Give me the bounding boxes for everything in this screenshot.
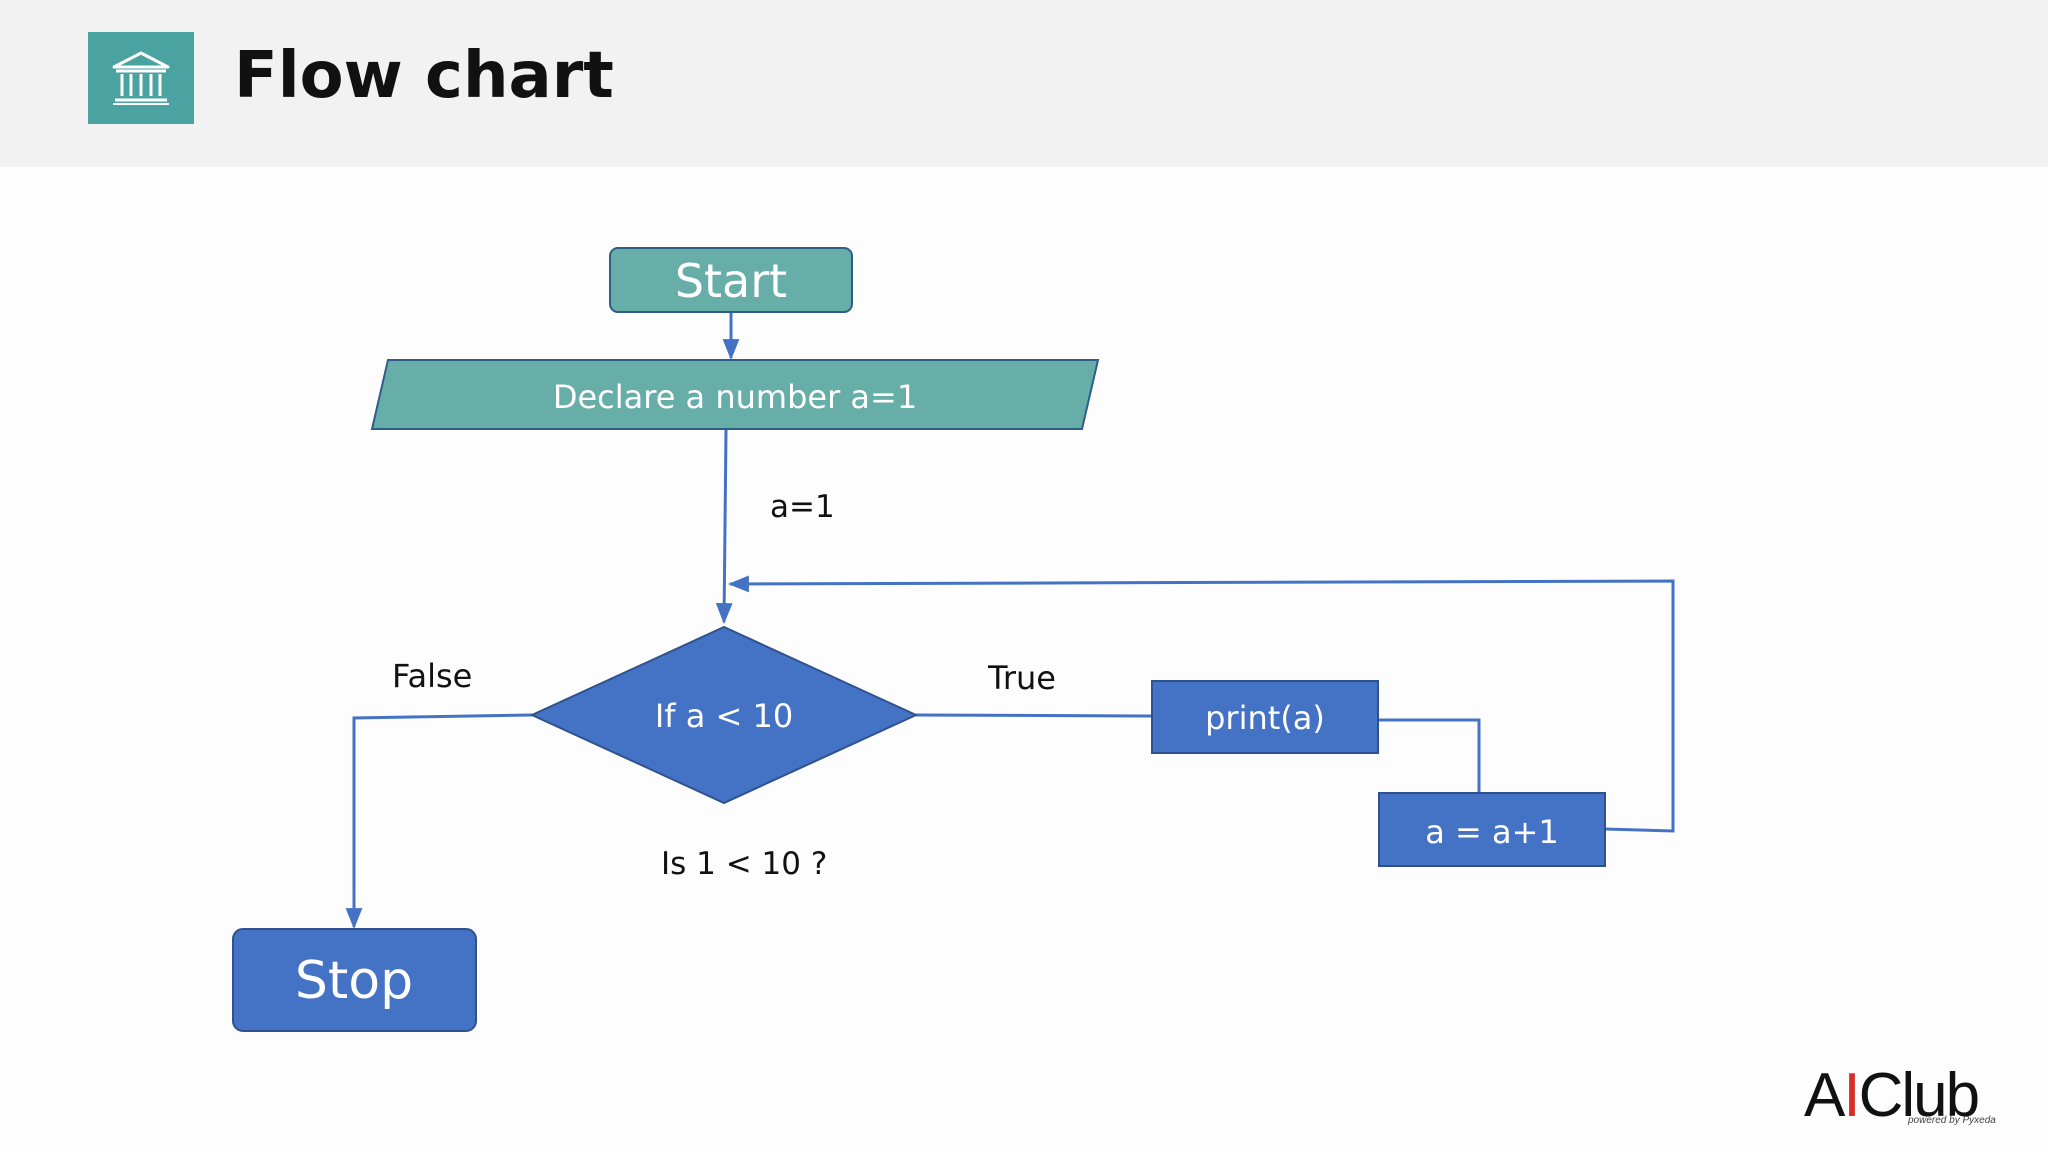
print-label: print(a) <box>1205 699 1325 737</box>
declare-shape <box>370 359 1100 430</box>
connectors <box>345 312 1675 930</box>
node-declare: Declare a number a=1 <box>370 359 1100 430</box>
aiclub-logo: AIClub powered by Pyxeda <box>1800 1060 2030 1140</box>
bank-building-glyph <box>112 51 170 105</box>
page-title: Flow chart <box>234 39 614 113</box>
edge-decision-true-to-print <box>915 713 1153 718</box>
edge-print-to-increment <box>1379 718 1481 792</box>
node-stop: Stop <box>232 928 477 1032</box>
decision-label: If a < 10 <box>655 697 793 735</box>
declare-label: Declare a number a=1 <box>553 378 917 416</box>
node-print: print(a) <box>1151 680 1379 754</box>
bank-building-icon <box>88 32 194 124</box>
decision-shape <box>529 625 919 805</box>
logo-wordmark: AIClub <box>1804 1060 1981 1132</box>
node-increment: a = a+1 <box>1378 792 1606 867</box>
start-shape <box>609 247 853 313</box>
edge-declare-to-decision <box>715 429 733 625</box>
edge-label-true: True <box>987 659 1056 697</box>
node-start: Start <box>609 247 853 313</box>
logo-letter-i: I <box>1843 1061 1860 1130</box>
print-shape <box>1151 680 1379 754</box>
increment-shape <box>1378 792 1606 867</box>
increment-label: a = a+1 <box>1425 813 1559 851</box>
stop-shape <box>232 928 477 1032</box>
edge-loop-back-to-decision <box>727 575 1675 833</box>
header-bar: Flow chart <box>0 0 2048 167</box>
node-decision: If a < 10 <box>529 625 919 805</box>
logo-powered-by: powered by Pyxeda <box>1908 1115 1996 1126</box>
stop-label: Stop <box>295 951 413 1011</box>
start-label: Start <box>675 254 787 308</box>
edge-label-false: False <box>392 657 472 695</box>
logo-club: Club <box>1858 1061 1981 1130</box>
edge-label-init-value: a=1 <box>770 489 835 525</box>
edge-decision-false-to-stop <box>345 713 533 930</box>
decision-question-annotation: Is 1 < 10 ? <box>661 846 827 882</box>
logo-letter-a: A <box>1804 1061 1845 1130</box>
